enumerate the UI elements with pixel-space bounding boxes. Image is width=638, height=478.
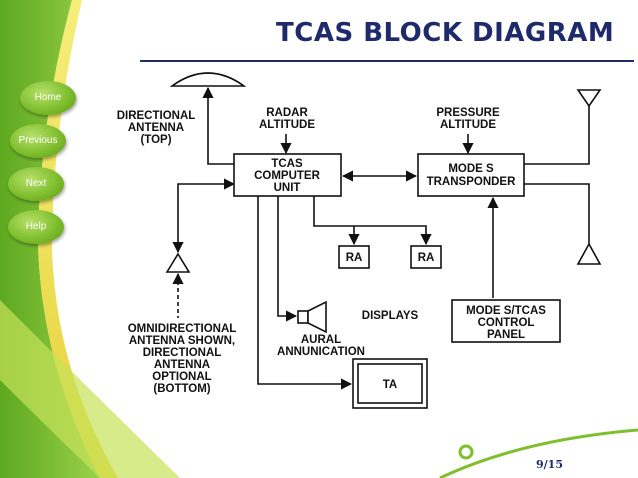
- speaker-icon: [297, 310, 309, 324]
- speaker-cone: [307, 300, 327, 334]
- control-panel-box: [451, 299, 561, 343]
- link-tcas-speaker: [277, 196, 298, 322]
- link-tcas-dir-antenna: [202, 86, 234, 165]
- label-radar-altitude-2: ALTITUDE: [259, 119, 315, 131]
- label-directional-antenna-3: (TOP): [140, 134, 171, 146]
- label-tcas-computer-3: UNIT: [274, 182, 301, 194]
- label-omni-5: OPTIONAL: [152, 371, 211, 383]
- link-transponder-bottom-antenna: [524, 183, 590, 244]
- ra-display-right: [410, 245, 442, 269]
- footer-curve: [439, 428, 638, 478]
- bottom-blade-antenna-icon: [576, 242, 602, 265]
- label-directional-antenna-2: ANTENNA: [128, 122, 184, 134]
- label-displays: DISPLAYS: [362, 310, 419, 322]
- top-blade-antenna-icon: [576, 89, 602, 108]
- link-tcas-ra-right: [313, 196, 432, 246]
- sidebar-swoosh: [0, 300, 180, 478]
- page-number: 9/15: [536, 458, 563, 471]
- label-ra-left: RA: [346, 252, 363, 264]
- previous-button[interactable]: Previous: [10, 124, 66, 158]
- label-aural-1: AURAL: [301, 334, 341, 346]
- label-directional-antenna-1: DIRECTIONAL: [117, 110, 196, 122]
- label-tcas-computer-1: TCAS: [271, 158, 303, 170]
- ra-display-left: [338, 245, 370, 269]
- label-pressure-altitude-1: PRESSURE: [436, 107, 500, 119]
- help-button[interactable]: Help: [8, 210, 64, 244]
- label-mode-s-1: MODE S: [448, 163, 494, 175]
- link-tcas-omni: [172, 178, 236, 254]
- label-control-panel-1: MODE S/TCAS: [466, 305, 546, 317]
- label-control-panel-2: CONTROL: [478, 317, 535, 329]
- label-aural-2: ANNUNICATION: [277, 346, 365, 358]
- directional-antenna-icon: [169, 72, 247, 87]
- next-button[interactable]: Next: [8, 167, 64, 201]
- label-omni-6: (BOTTOM): [153, 383, 210, 395]
- label-radar-altitude-1: RADAR: [266, 107, 308, 119]
- label-omni-3: DIRECTIONAL: [143, 347, 222, 359]
- label-omni-1: OMNIDIRECTIONAL: [128, 323, 237, 335]
- footer-dot-icon: [458, 444, 474, 460]
- omni-antenna-icon: [165, 252, 191, 273]
- ta-display-inner: [357, 363, 423, 404]
- tcas-computer-box: [233, 153, 342, 197]
- page-title: TCAS BLOCK DIAGRAM: [276, 18, 615, 48]
- label-ra-right: RA: [418, 252, 435, 264]
- label-mode-s-2: TRANSPONDER: [427, 176, 517, 188]
- label-tcas-computer-2: COMPUTER: [254, 170, 321, 182]
- label-ta: TA: [383, 379, 397, 391]
- home-button[interactable]: Home: [20, 81, 76, 115]
- label-pressure-altitude-2: ALTITUDE: [440, 119, 496, 131]
- link-tcas-ta: [257, 196, 353, 390]
- label-omni-4: ANTENNA: [154, 359, 210, 371]
- label-omni-2: ANTENNA SHOWN,: [129, 335, 235, 347]
- title-underline: [140, 60, 634, 62]
- mode-s-transponder-box: [417, 153, 525, 197]
- label-control-panel-3: PANEL: [487, 329, 525, 341]
- link-transponder-top-antenna: [524, 106, 590, 165]
